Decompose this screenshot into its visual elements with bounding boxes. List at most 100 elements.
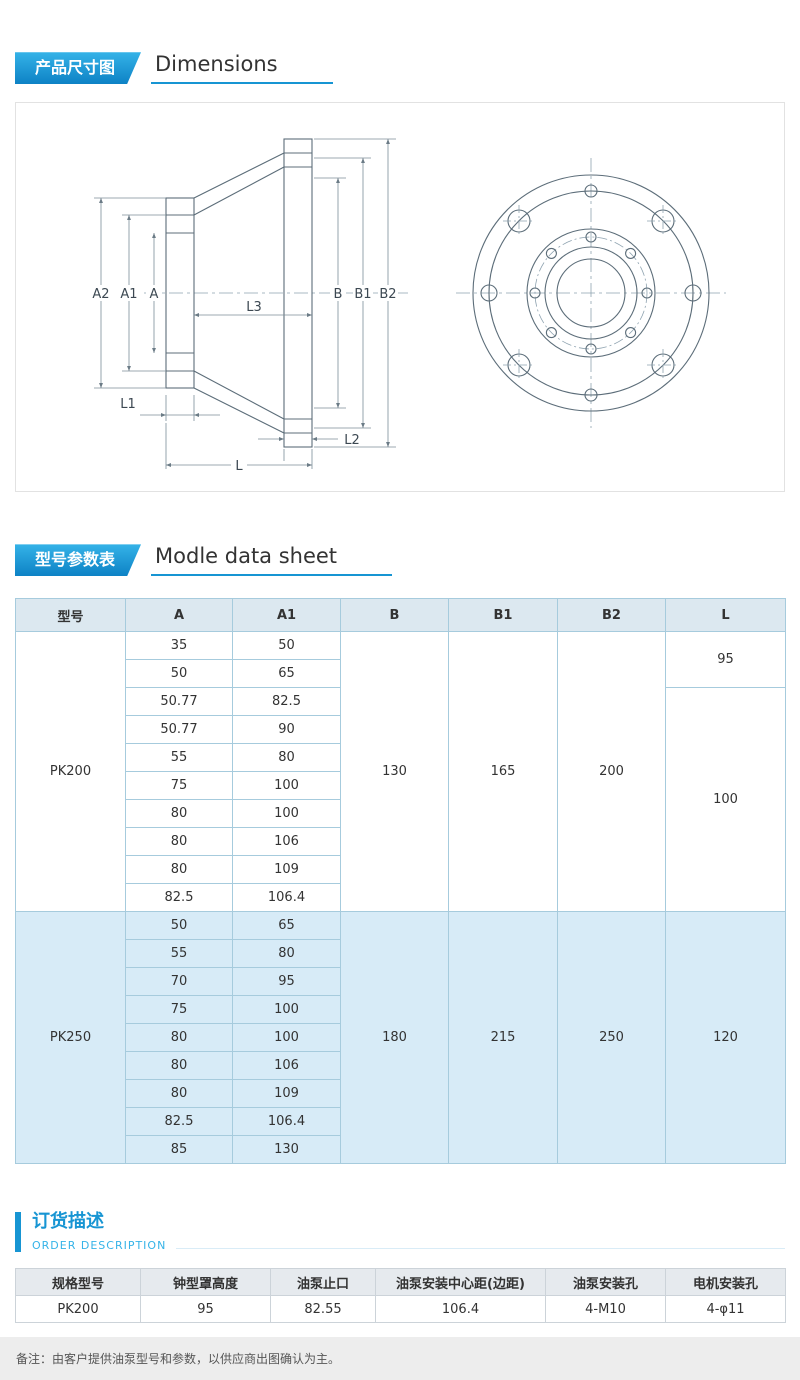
column-header: A1: [232, 598, 341, 633]
datasheet-badge: 型号参数表: [15, 544, 141, 576]
cell-A: 75: [125, 771, 233, 801]
column-header: B2: [557, 598, 666, 633]
cell-A1: 130: [232, 1135, 341, 1165]
order-cell-1: 95: [140, 1295, 271, 1324]
dimension-labels: A2 A1 A B B1 B2 L3 L1 L2 L: [91, 285, 398, 474]
cell-A: 50: [125, 911, 233, 941]
cell-A1: 65: [232, 659, 341, 689]
order-cell-2: 82.55: [270, 1295, 376, 1324]
column-header: 型号: [15, 598, 126, 633]
column-header: 电机安装孔: [665, 1268, 786, 1297]
cell-A: 50.77: [125, 715, 233, 745]
cell-B1: 215: [448, 911, 558, 1165]
cell-A: 75: [125, 995, 233, 1025]
cell-A1: 106.4: [232, 1107, 341, 1137]
datasheet-badge-label: 型号参数表: [35, 550, 116, 570]
cell-L: 100: [665, 687, 786, 913]
order-section-header: 订货描述 ORDER DESCRIPTION: [15, 1211, 785, 1253]
dim-label-b2: B2: [379, 287, 396, 302]
cell-B1: 165: [448, 631, 558, 913]
model-cell: PK200: [15, 631, 126, 913]
technical-drawing: A2 A1 A B B1 B2 L3 L1 L2 L: [91, 138, 726, 474]
cell-A: 80: [125, 1051, 233, 1081]
cell-A1: 65: [232, 911, 341, 941]
cell-B2: 250: [557, 911, 666, 1165]
datasheet-section-header: 型号参数表 Modle data sheet: [15, 544, 785, 577]
cell-A1: 106: [232, 1051, 341, 1081]
cell-B: 130: [340, 631, 449, 913]
cell-A1: 95: [232, 967, 341, 997]
dim-label-a1: A1: [120, 287, 137, 302]
cell-A1: 109: [232, 1079, 341, 1109]
dimensions-title: Dimensions: [151, 52, 333, 85]
cell-A: 82.5: [125, 883, 233, 913]
order-accent-bar: [15, 1212, 21, 1253]
column-header: B: [340, 598, 449, 633]
dim-label-l2: L2: [344, 433, 360, 448]
cell-A1: 90: [232, 715, 341, 745]
cell-A1: 100: [232, 995, 341, 1025]
cell-A: 80: [125, 827, 233, 857]
cell-A1: 80: [232, 939, 341, 969]
cell-A: 55: [125, 743, 233, 773]
cell-A1: 106: [232, 827, 341, 857]
cell-A: 80: [125, 799, 233, 829]
cell-A: 82.5: [125, 1107, 233, 1137]
dim-label-b: B: [334, 287, 343, 302]
column-header: L: [665, 598, 786, 633]
order-title-cn: 订货描述: [32, 1211, 104, 1233]
dimensions-badge: 产品尺寸图: [15, 52, 141, 84]
footer-note: 备注：由客户提供油泵型号和参数，以供应商出图确认为主。: [0, 1337, 800, 1380]
cell-A1: 82.5: [232, 687, 341, 717]
dim-label-a: A: [150, 287, 159, 302]
cell-A1: 100: [232, 799, 341, 829]
cell-A: 85: [125, 1135, 233, 1165]
order-divider-line: [176, 1248, 785, 1250]
model-cell: PK250: [15, 911, 126, 1165]
column-header: 油泵止口: [270, 1268, 376, 1297]
column-header: A: [125, 598, 233, 633]
dim-label-l1: L1: [120, 397, 136, 412]
cell-A1: 106.4: [232, 883, 341, 913]
cell-B: 180: [340, 911, 449, 1165]
cell-L: 95: [665, 631, 786, 689]
cell-A1: 50: [232, 631, 341, 661]
order-title-en: ORDER DESCRIPTION: [32, 1239, 167, 1253]
cell-A: 50: [125, 659, 233, 689]
order-header-row: 规格型号钟型罩高度油泵止口油泵安装中心距(边距)油泵安装孔电机安装孔: [15, 1268, 786, 1297]
cell-A1: 100: [232, 1023, 341, 1053]
order-cell-0: PK200: [15, 1295, 141, 1324]
cell-A1: 80: [232, 743, 341, 773]
cell-A: 70: [125, 967, 233, 997]
dim-label-b1: B1: [354, 287, 371, 302]
cell-A: 55: [125, 939, 233, 969]
section-view: [165, 138, 313, 448]
order-cell-3: 106.4: [375, 1295, 546, 1324]
cell-A1: 109: [232, 855, 341, 885]
dimensions-drawing-box: A2 A1 A B B1 B2 L3 L1 L2 L: [15, 102, 785, 493]
column-header: 油泵安装孔: [545, 1268, 666, 1297]
dim-label-l: L: [235, 459, 243, 474]
column-header: 油泵安装中心距(边距): [375, 1268, 546, 1297]
column-header: 钟型罩高度: [140, 1268, 271, 1297]
dimensions-badge-label: 产品尺寸图: [35, 58, 116, 78]
